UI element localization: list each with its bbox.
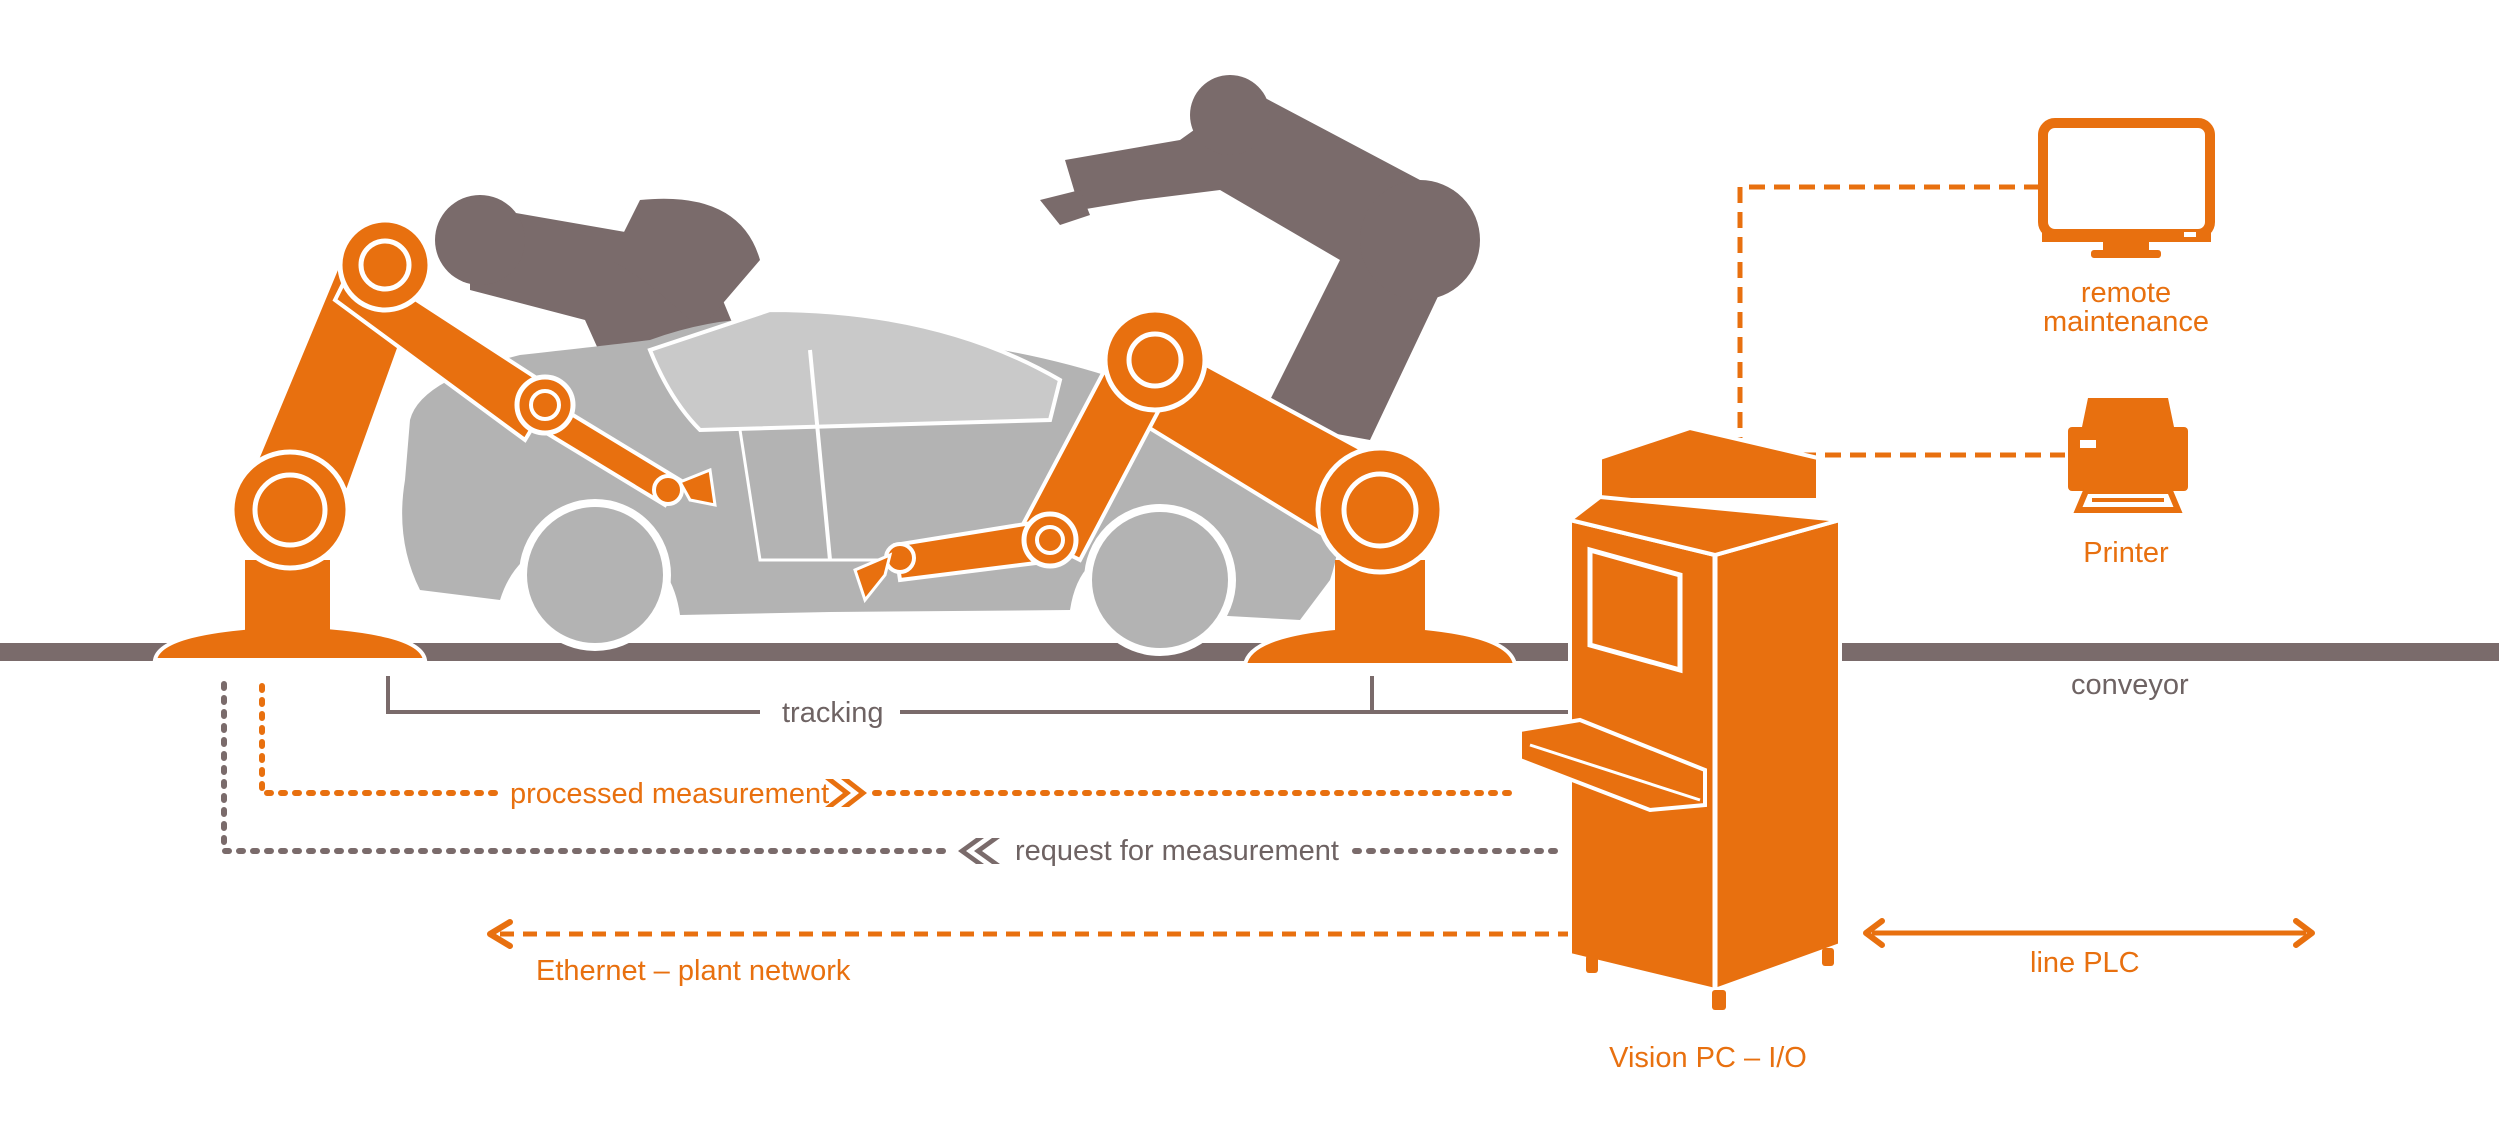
- conveyor-label: conveyor: [2071, 669, 2189, 701]
- background-robot-left: [435, 195, 760, 420]
- tracking-label: tracking: [782, 697, 884, 729]
- labels: remote maintenance Printer conveyor trac…: [510, 277, 2209, 1074]
- back-chevron-icon: [958, 838, 1000, 864]
- conveyor-line: [0, 643, 2499, 661]
- vision-pc-cabinet: [1518, 425, 1842, 1010]
- remote-maintenance-label-line2: maintenance: [2043, 306, 2209, 338]
- remote-maintenance-label-line1: remote: [2081, 277, 2171, 309]
- request-for-measurement-label: request for measurement: [1015, 835, 1339, 867]
- printer-label: Printer: [2083, 537, 2169, 569]
- ethernet-line: [487, 919, 1578, 949]
- line-plc-arrow: [1863, 918, 2315, 948]
- forward-chevron-icon: [825, 779, 867, 807]
- orange-robot-left: [152, 217, 717, 662]
- ethernet-label: Ethernet – plant network: [536, 955, 851, 987]
- ethernet-arrow-icon: [487, 919, 513, 949]
- vision-pc-label: Vision PC – I/O: [1609, 1042, 1807, 1074]
- monitor-icon: [2038, 118, 2215, 258]
- line-plc-label: line PLC: [2030, 947, 2140, 979]
- processed-measurement-label: processed measurement: [510, 778, 829, 810]
- background-robot-right: [1040, 75, 1480, 440]
- tracking-line: [386, 676, 1582, 730]
- peripheral-links: [1737, 184, 2065, 458]
- orange-robot-right: [853, 307, 1518, 667]
- request-for-measurement-line: [221, 681, 1568, 864]
- printer-icon: [2068, 398, 2188, 513]
- processed-measurement-line: [259, 683, 1513, 807]
